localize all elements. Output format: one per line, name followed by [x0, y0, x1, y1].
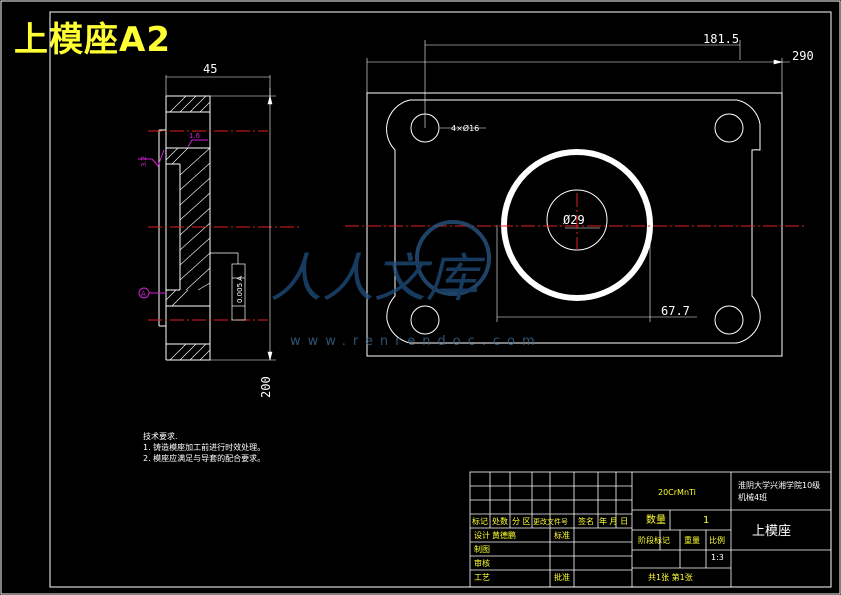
- qty-label: 数量: [646, 513, 666, 526]
- hdr-date: 年 月 日: [599, 516, 628, 526]
- approve-label: 批准: [554, 572, 570, 582]
- hdr-sign: 签名: [578, 516, 594, 526]
- designer: 黄德鹏: [492, 530, 516, 540]
- weight-label: 重量: [684, 535, 700, 545]
- draw-label: 制图: [474, 544, 490, 554]
- phi29-text: Ø29: [563, 213, 585, 227]
- top-centerlines: [345, 193, 805, 250]
- tolerance-frame: [210, 252, 246, 321]
- check-label: 审核: [474, 558, 490, 568]
- tech-line-2: 2. 模座应满足与导套的配合要求。: [143, 454, 266, 463]
- watermark-logo: 人人文库 www.renrendoc.com: [270, 220, 542, 349]
- stage-label: 阶段标记: [638, 535, 670, 545]
- dim-45-text: 45: [203, 62, 217, 76]
- watermark-text: 人人文库: [270, 249, 486, 309]
- section-hatching: [165, 95, 211, 361]
- side-centerlines: [148, 130, 300, 321]
- roughness-3-2: 3.2: [140, 156, 148, 167]
- datum-a-label: A: [141, 290, 146, 298]
- hdr-mark: 标记: [472, 516, 488, 526]
- dim-290-text: 290: [792, 49, 814, 63]
- drawing-title: 上模座A2: [14, 20, 171, 60]
- dim-67-7: [496, 225, 697, 322]
- part-name: 上模座: [752, 524, 791, 539]
- inner-border: [49, 11, 832, 588]
- tech-heading: 技术要求.: [143, 432, 178, 441]
- dim-200: [210, 88, 276, 361]
- school: 淮阴大学兴湘学院10级: [738, 480, 820, 490]
- qty-value: 1: [703, 515, 709, 526]
- roughness-marks: [138, 139, 208, 167]
- watermark-url: www.renrendoc.com: [290, 334, 542, 349]
- dim-200-text: 200: [259, 376, 273, 398]
- dim-181-5: [424, 40, 741, 128]
- hole-bl: [410, 305, 440, 335]
- tech-requirements: 技术要求. 1. 铸造模座加工前进行时效处理。 2. 模座应满足与导套的配合要求…: [143, 431, 265, 464]
- sheets: 共1张 第1张: [648, 572, 693, 582]
- process-label: 工艺: [474, 573, 490, 582]
- tech-line-1: 1. 铸造模座加工前进行时效处理。: [143, 443, 266, 452]
- hdr-zone: 分 区: [512, 517, 531, 526]
- design-label: 设计: [474, 530, 490, 540]
- class: 机械4班: [738, 492, 767, 502]
- scale-value: 1:3: [711, 553, 724, 562]
- dim-67-7-text: 67.7: [661, 304, 690, 318]
- hole-br: [714, 305, 744, 335]
- top-view-outline: [366, 92, 783, 357]
- tolerance-text: 0.005 A: [236, 276, 244, 303]
- material: 20CrMnTi: [658, 488, 696, 497]
- dim-290: [366, 58, 790, 93]
- plate-outline: [386, 99, 761, 344]
- roughness-1-6: 1.6: [189, 132, 201, 140]
- dim-181-5-text: 181.5: [703, 32, 739, 46]
- datum-a-symbol: [138, 287, 166, 299]
- hdr-doc: 更改文件号: [533, 517, 568, 526]
- title-block: [469, 471, 832, 588]
- standard-label: 标准: [554, 530, 570, 540]
- hole-tr: [714, 113, 744, 143]
- dim-45: [165, 75, 271, 96]
- hdr-count: 处数: [492, 516, 508, 526]
- scale-label: 比例: [709, 535, 725, 545]
